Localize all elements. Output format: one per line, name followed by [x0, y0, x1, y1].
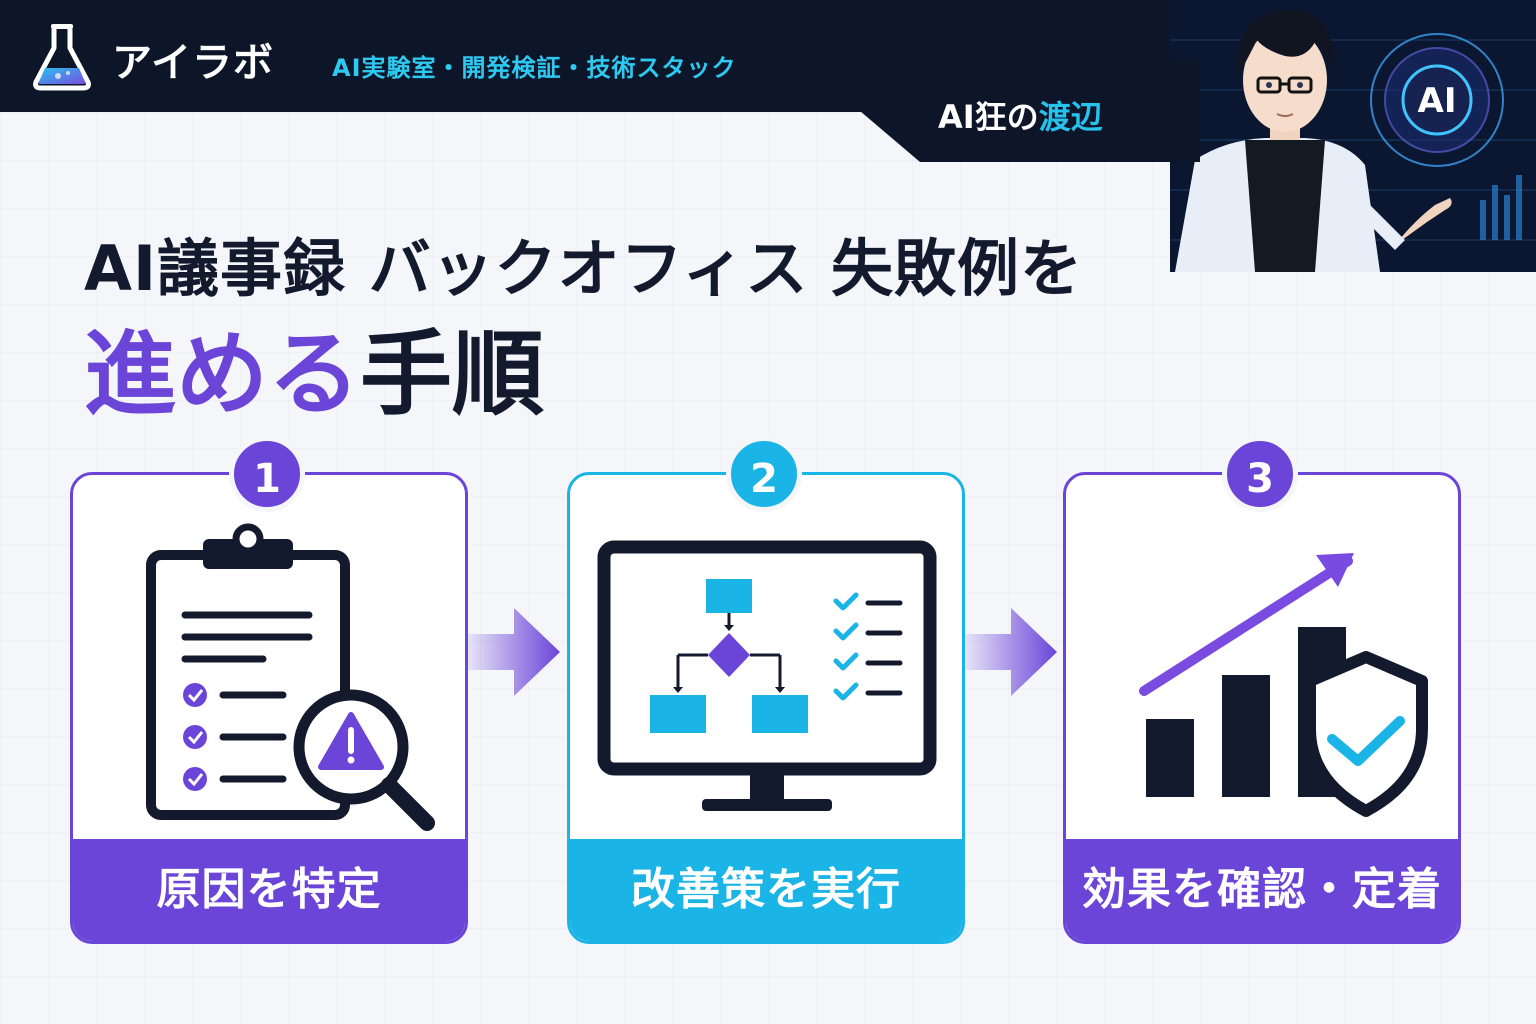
monitor-flowchart-checklist-icon	[597, 540, 937, 811]
step-number-1: 1	[229, 436, 305, 512]
author-surname: 渡辺	[1038, 98, 1103, 136]
growth-chart-shield-icon	[1139, 553, 1428, 817]
step-number-3: 3	[1222, 436, 1298, 512]
tagline: AI実験室・開発検証・技術スタック	[332, 54, 737, 82]
step-card-1: 原因を特定	[70, 472, 468, 944]
svg-text:AI: AI	[1418, 81, 1457, 121]
page-title-line1: AI議事録 バックオフィス 失敗例を	[84, 232, 1083, 305]
author-banner	[860, 60, 1200, 162]
brand-name: アイラボ	[112, 40, 274, 86]
step-card-3: 効果を確認・定着	[1063, 472, 1461, 944]
author-prefix: AI狂の	[938, 98, 1039, 136]
step-label-2: 改善策を実行	[570, 839, 962, 941]
ai-hologram-icon: AI	[1370, 33, 1504, 167]
step-label-1: 原因を特定	[73, 839, 465, 941]
title-rest: 手順	[360, 321, 545, 428]
arrow-right-icon	[468, 608, 560, 696]
flask-icon	[33, 24, 91, 91]
step-card-2: 改善策を実行	[567, 472, 965, 944]
title-accent: 進める	[84, 321, 361, 428]
step-number-2: 2	[726, 436, 802, 512]
author-name: AI狂の渡辺	[938, 92, 1103, 138]
page-title-line2: 進める手順	[84, 300, 544, 433]
clipboard-magnifier-warning-icon	[146, 523, 435, 831]
avatar: AI	[1175, 9, 1504, 272]
step-label-3: 効果を確認・定着	[1066, 839, 1458, 941]
arrow-right-icon	[965, 608, 1057, 696]
